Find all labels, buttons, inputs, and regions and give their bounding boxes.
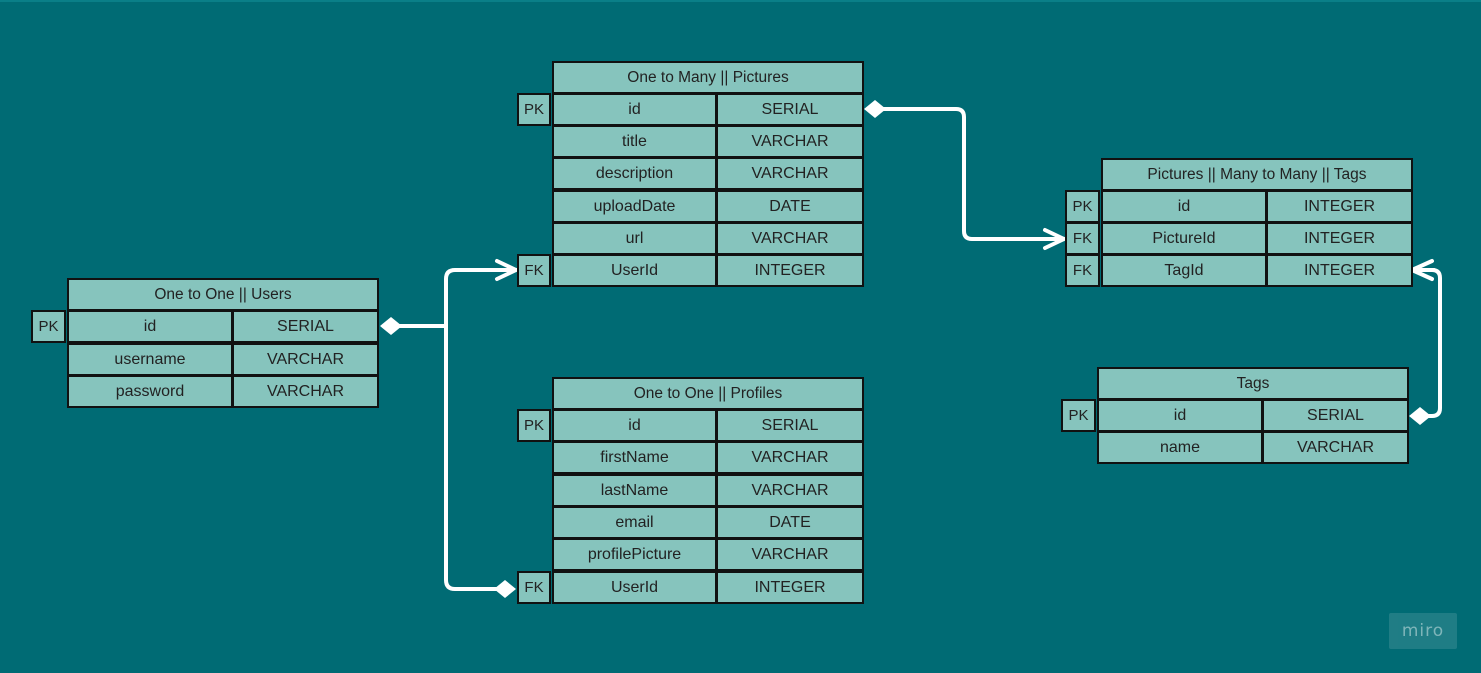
tags-field-name: name — [1097, 431, 1263, 464]
profiles-field-name: lastName — [552, 474, 717, 507]
users-field-name: id — [67, 310, 233, 343]
users-pk-badge: PK — [31, 310, 66, 343]
pictures-table-title: One to Many || Pictures — [552, 61, 864, 94]
pictures-field-type: SERIAL — [716, 93, 864, 126]
users-field-type: VARCHAR — [232, 343, 379, 376]
profiles-field-type: SERIAL — [716, 409, 864, 442]
profiles-pk-badge: PK — [517, 409, 551, 442]
picturetags-fk-badge: FK — [1065, 222, 1100, 255]
profiles-table-title: One to One || Profiles — [552, 377, 864, 410]
miro-watermark-logo: miro — [1389, 613, 1457, 649]
pictures-fk-badge: FK — [517, 254, 551, 287]
users-table-title: One to One || Users — [67, 278, 379, 311]
picturetags-field-name: PictureId — [1101, 222, 1267, 255]
users-field-type: SERIAL — [232, 310, 379, 343]
picturetags-field-name: TagId — [1101, 254, 1267, 287]
pictures-field-type: VARCHAR — [716, 222, 864, 255]
pictures-field-name: uploadDate — [552, 190, 717, 223]
pictures-field-name: UserId — [552, 254, 717, 287]
tags-field-type: VARCHAR — [1262, 431, 1409, 464]
pictures-field-type: DATE — [716, 190, 864, 223]
profiles-fk-badge: FK — [517, 571, 551, 604]
picturetags-field-type: INTEGER — [1266, 254, 1413, 287]
tags-field-type: SERIAL — [1262, 399, 1409, 432]
profiles-field-type: VARCHAR — [716, 538, 864, 571]
pictures-field-type: INTEGER — [716, 254, 864, 287]
profiles-field-type: DATE — [716, 506, 864, 539]
users-field-name: password — [67, 375, 233, 408]
picturetags-fk-badge: FK — [1065, 254, 1100, 287]
tags-pk-badge: PK — [1061, 399, 1096, 432]
pictures-field-name: title — [552, 125, 717, 158]
profiles-field-type: VARCHAR — [716, 441, 864, 474]
picturetags-field-type: INTEGER — [1266, 190, 1413, 223]
picturetags-field-name: id — [1101, 190, 1267, 223]
picturetags-table-title: Pictures || Many to Many || Tags — [1101, 158, 1413, 191]
pictures-pk-badge: PK — [517, 93, 551, 126]
profiles-field-name: UserId — [552, 571, 717, 604]
pictures-field-name: url — [552, 222, 717, 255]
profiles-field-type: VARCHAR — [716, 474, 864, 507]
profiles-field-name: email — [552, 506, 717, 539]
profiles-field-name: firstName — [552, 441, 717, 474]
tags-field-name: id — [1097, 399, 1263, 432]
picturetags-pk-badge: PK — [1065, 190, 1100, 223]
users-field-type: VARCHAR — [232, 375, 379, 408]
pictures-field-type: VARCHAR — [716, 157, 864, 190]
profiles-field-type: INTEGER — [716, 571, 864, 604]
profiles-field-name: id — [552, 409, 717, 442]
pictures-field-type: VARCHAR — [716, 125, 864, 158]
users-field-name: username — [67, 343, 233, 376]
picturetags-field-type: INTEGER — [1266, 222, 1413, 255]
pictures-field-name: description — [552, 157, 717, 190]
tags-table-title: Tags — [1097, 367, 1409, 400]
pictures-field-name: id — [552, 93, 717, 126]
profiles-field-name: profilePicture — [552, 538, 717, 571]
canvas-top-edge — [0, 0, 1481, 2]
